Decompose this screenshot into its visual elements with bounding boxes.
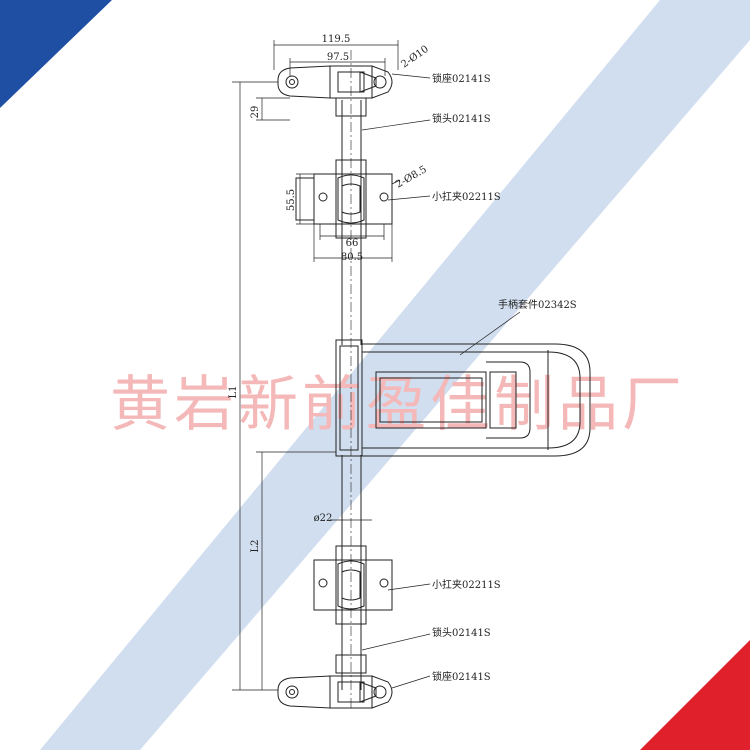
dim-66: 66 — [346, 238, 359, 249]
label-seat-top: 锁座02141S — [432, 72, 491, 85]
dim-hole-clamp: 2-Ø8.5 — [394, 164, 429, 190]
bottom-lock-seat — [277, 675, 393, 709]
watermark-text: 黄岩新前盈佳制品厂 — [110, 370, 686, 440]
corner-red-triangle — [640, 640, 750, 750]
handle-assembly — [335, 339, 591, 457]
dim-97-5: 97.5 — [327, 52, 349, 63]
dim-l2: L2 — [250, 539, 261, 552]
top-clamp — [295, 159, 393, 239]
dim-rod-dia: ø22 — [314, 513, 333, 524]
dim-80-5: 80.5 — [341, 252, 363, 263]
label-handle: 手柄套件02342S — [498, 298, 577, 311]
diagonal-band — [40, 0, 750, 750]
corner-blue-triangle — [0, 0, 112, 108]
dim-55-5: 55.5 — [286, 189, 297, 211]
leader-lines — [361, 73, 521, 689]
top-lock-seat — [277, 65, 393, 99]
upper-collar — [335, 97, 367, 117]
label-clamp-top: 小扛夹02211S — [432, 190, 501, 203]
dim-hole-top: 2-Ø10 — [399, 44, 430, 71]
dim-l1: L1 — [228, 385, 239, 398]
dimension-lines — [232, 40, 399, 691]
label-clamp-bottom: 小扛夹02211S — [432, 578, 501, 591]
dim-119-5: 119.5 — [322, 34, 351, 45]
label-head-bottom: 锁头02141S — [432, 626, 491, 639]
lower-collar — [335, 654, 367, 674]
label-seat-bottom: 锁座02141S — [432, 670, 491, 683]
label-head-top: 锁头02141S — [432, 112, 491, 125]
drawing-lines — [232, 40, 591, 710]
dim-29: 29 — [250, 106, 261, 119]
bottom-clamp — [313, 545, 393, 625]
